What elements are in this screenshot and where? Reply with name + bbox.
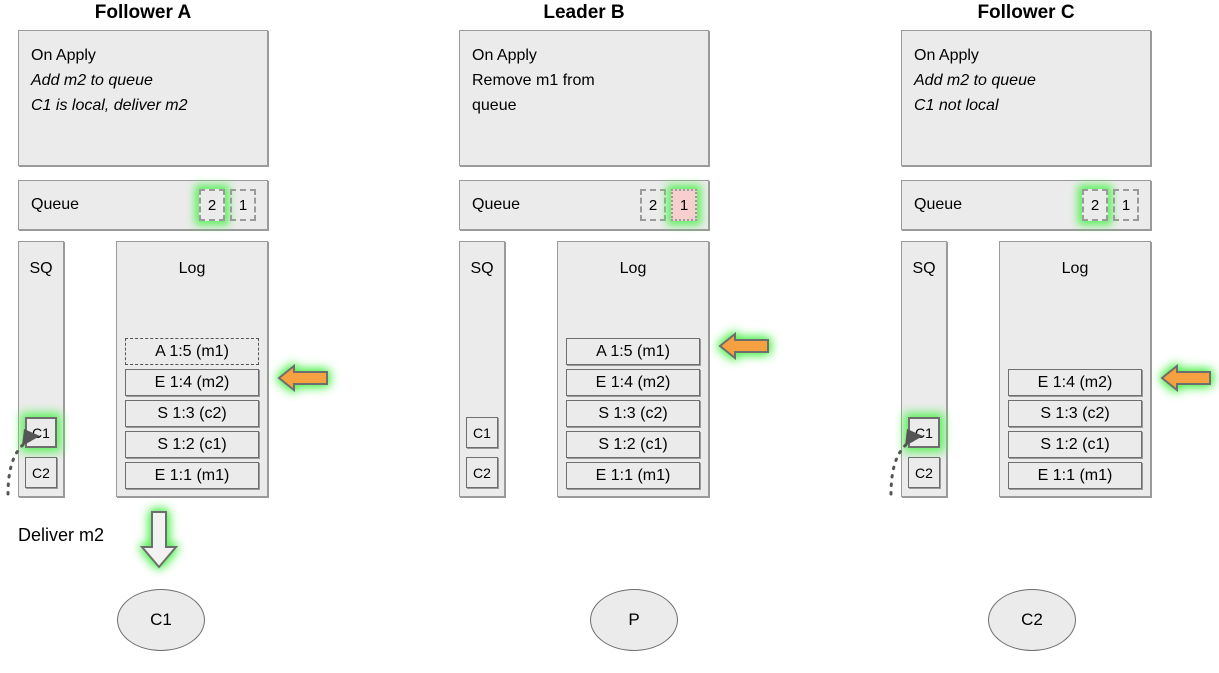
sq-log-row: SQ C1 C2 Log A 1:5 (m1) E 1:4 (m2) S 1:3… bbox=[18, 241, 268, 497]
queue-slot: 1 bbox=[230, 189, 256, 221]
log-column: Log A 1:5 (m1) E 1:4 (m2) S 1:3 (c2) S 1… bbox=[557, 241, 709, 497]
on-apply-heading: On Apply bbox=[914, 47, 979, 64]
log-column: Log E 1:4 (m2) S 1:3 (c2) S 1:2 (c1) E 1… bbox=[999, 241, 1151, 497]
client-node-c1: C1 bbox=[117, 589, 205, 651]
sq-items: C1 C2 bbox=[908, 417, 940, 488]
log-entry: S 1:3 (c2) bbox=[1008, 400, 1142, 427]
log-entry: E 1:1 (m1) bbox=[566, 462, 700, 489]
sq-item: C1 bbox=[25, 417, 57, 448]
log-entry: E 1:1 (m1) bbox=[1008, 462, 1142, 489]
sq-item: C2 bbox=[908, 457, 940, 488]
log-items: A 1:5 (m1) E 1:4 (m2) S 1:3 (c2) S 1:2 (… bbox=[125, 338, 259, 489]
log-entry: A 1:5 (m1) bbox=[566, 338, 700, 365]
node-column-follower-c: Follower C On Apply Add m2 to queue C1 n… bbox=[901, 0, 1151, 497]
on-apply-box: On Apply Add m2 to queue C1 not local bbox=[901, 30, 1151, 166]
sq-item: C2 bbox=[466, 457, 498, 488]
column-title: Follower C bbox=[977, 2, 1075, 23]
log-header: Log bbox=[619, 260, 647, 277]
log-entry: E 1:1 (m1) bbox=[125, 462, 259, 489]
log-entry: E 1:4 (m2) bbox=[1008, 369, 1142, 396]
on-apply-heading: On Apply bbox=[31, 47, 96, 64]
queue-label: Queue bbox=[31, 196, 80, 213]
on-apply-line: Add m2 to queue bbox=[914, 72, 1036, 89]
log-entry: A 1:5 (m1) bbox=[125, 338, 259, 365]
log-column: Log A 1:5 (m1) E 1:4 (m2) S 1:3 (c2) S 1… bbox=[116, 241, 268, 497]
queue-box: Queue 2 1 bbox=[901, 180, 1151, 230]
down-arrow-icon bbox=[139, 511, 179, 569]
on-apply-line: Add m2 to queue bbox=[31, 72, 153, 89]
log-header: Log bbox=[178, 260, 206, 277]
queue-slot: 2 bbox=[1082, 189, 1108, 221]
queue-box: Queue 2 1 bbox=[18, 180, 268, 230]
log-entry: S 1:3 (c2) bbox=[125, 400, 259, 427]
deliver-label: Deliver m2 bbox=[18, 525, 105, 545]
sq-header: SQ bbox=[470, 260, 494, 277]
on-apply-box: On Apply Add m2 to queue C1 is local, de… bbox=[18, 30, 268, 166]
client-node-c2: C2 bbox=[988, 589, 1076, 651]
node-column-leader-b: Leader B On Apply Remove m1 from queue Q… bbox=[459, 0, 709, 497]
on-apply-line: Remove m1 from bbox=[472, 72, 595, 89]
queue-slots: 2 1 bbox=[640, 189, 697, 221]
column-title: Follower A bbox=[94, 2, 192, 23]
sq-column: SQ C1 C2 bbox=[901, 241, 947, 497]
log-entry: S 1:3 (c2) bbox=[566, 400, 700, 427]
producer-node-p: P bbox=[590, 589, 678, 651]
pointer-arrow-left-icon bbox=[1160, 363, 1211, 393]
sq-items: C1 C2 bbox=[25, 417, 57, 488]
log-entry: S 1:2 (c1) bbox=[566, 431, 700, 458]
log-entry: S 1:2 (c1) bbox=[1008, 431, 1142, 458]
queue-slot: 2 bbox=[640, 189, 666, 221]
log-entry: S 1:2 (c1) bbox=[125, 431, 259, 458]
sq-items: C1 C2 bbox=[466, 417, 498, 488]
queue-box: Queue 2 1 bbox=[459, 180, 709, 230]
log-header: Log bbox=[1061, 260, 1089, 277]
pointer-arrow-left-icon bbox=[277, 363, 328, 393]
queue-label: Queue bbox=[914, 196, 963, 213]
sq-log-row: SQ C1 C2 Log A 1:5 (m1) E 1:4 (m2) S 1:3… bbox=[459, 241, 709, 497]
on-apply-heading: On Apply bbox=[472, 47, 537, 64]
log-items: A 1:5 (m1) E 1:4 (m2) S 1:3 (c2) S 1:2 (… bbox=[566, 338, 700, 489]
sq-item: C1 bbox=[908, 417, 940, 448]
sq-header: SQ bbox=[912, 260, 936, 277]
node-column-follower-a: Follower A On Apply Add m2 to queue C1 i… bbox=[18, 0, 268, 497]
sq-column: SQ C1 C2 bbox=[459, 241, 505, 497]
sq-item: C2 bbox=[25, 457, 57, 488]
log-items: E 1:4 (m2) S 1:3 (c2) S 1:2 (c1) E 1:1 (… bbox=[1008, 369, 1142, 489]
queue-slots: 2 1 bbox=[199, 189, 256, 221]
log-entry: E 1:4 (m2) bbox=[566, 369, 700, 396]
queue-label: Queue bbox=[472, 196, 521, 213]
queue-slot: 1 bbox=[671, 189, 697, 221]
column-title: Leader B bbox=[543, 2, 625, 23]
on-apply-box: On Apply Remove m1 from queue bbox=[459, 30, 709, 166]
on-apply-line: C1 not local bbox=[914, 97, 999, 114]
sq-header: SQ bbox=[29, 260, 53, 277]
sq-log-row: SQ C1 C2 Log E 1:4 (m2) S 1:3 (c2) S 1:2… bbox=[901, 241, 1151, 497]
sq-item: C1 bbox=[466, 417, 498, 448]
on-apply-line: queue bbox=[472, 97, 517, 114]
on-apply-line: C1 is local, deliver m2 bbox=[31, 97, 188, 114]
queue-slots: 2 1 bbox=[1082, 189, 1139, 221]
queue-slot: 1 bbox=[1113, 189, 1139, 221]
log-entry: E 1:4 (m2) bbox=[125, 369, 259, 396]
queue-slot: 2 bbox=[199, 189, 225, 221]
sq-column: SQ C1 C2 bbox=[18, 241, 64, 497]
pointer-arrow-left-icon bbox=[718, 331, 769, 361]
